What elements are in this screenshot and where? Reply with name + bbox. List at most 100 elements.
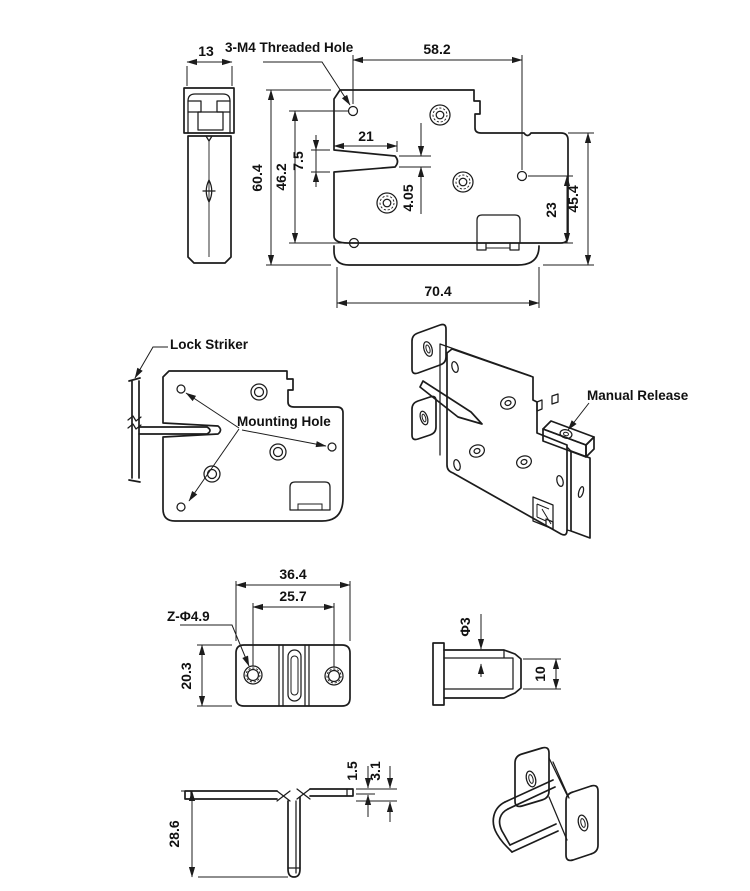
dim-28-6-ext — [181, 790, 288, 878]
dim-thickness-ext — [356, 788, 397, 802]
dim-28-6-text: 28.6 — [166, 820, 182, 847]
manual-release-hole — [559, 429, 573, 439]
bracket-u-bail — [492, 779, 559, 853]
iso-mount-tab-bottom — [411, 395, 437, 441]
bracket-plate-upper — [514, 746, 550, 808]
hole-diameter-leader — [180, 624, 250, 667]
striker-view-release-cutout — [289, 481, 331, 511]
pin-body — [443, 649, 522, 699]
dim-25-7-text: 25.7 — [279, 588, 306, 604]
striker-plate-side-view: 28.6 1.5 3.1 — [166, 761, 397, 878]
side-cap-notch-right — [216, 100, 231, 113]
dim-60-4-text: 60.4 — [249, 164, 265, 191]
iso-boss-3 — [516, 455, 532, 469]
threaded-hole-label: 3-M4 Threaded Hole — [225, 40, 354, 55]
front-release-cutout — [476, 214, 521, 251]
striker-pin-side-view: Φ3 10 — [432, 614, 561, 706]
bracket-web — [548, 757, 570, 841]
side-cap-notch-left — [187, 100, 202, 113]
side-profile-view: 13 — [183, 43, 235, 264]
iso-tab-bottom-hole — [419, 410, 429, 426]
side-pivot-mark — [202, 179, 216, 203]
hole-diameter-label: Z-Φ4.9 — [167, 609, 210, 624]
iso-bottom-recess — [532, 496, 554, 530]
front-plate-outline — [333, 89, 569, 244]
dim-46-2-text: 46.2 — [273, 163, 289, 190]
plate-left-section — [184, 790, 278, 800]
dim-36-4-ext — [235, 581, 351, 641]
mounting-hole-label: Mounting Hole — [237, 414, 331, 429]
side-body-outline — [187, 135, 232, 264]
iso-tab-bottom-hole-inner — [421, 413, 427, 423]
lock-striker-label: Lock Striker — [170, 337, 249, 352]
striker-plate-fold-lines — [278, 644, 310, 707]
dim-7-5-ext — [311, 149, 330, 173]
mounting-hole-leader-1 — [185, 392, 240, 429]
plate-right-section — [309, 788, 354, 797]
striker-plate-outline — [235, 644, 351, 707]
striker-plate-top-view: 36.4 25.7 Z-Φ4.9 20.3 — [167, 566, 351, 707]
iso-boss-1 — [500, 396, 516, 410]
dim-36-4-text: 36.4 — [279, 566, 306, 582]
lock-isometric-view: Manual Release — [411, 323, 689, 539]
rivet-boss-3 — [376, 192, 398, 214]
iso-hole-1 — [451, 361, 459, 373]
dim-20-3-text: 20.3 — [178, 662, 194, 689]
dim-25-7-ext — [252, 603, 335, 667]
dim-phi3-text: Φ3 — [457, 617, 473, 636]
manual-release-label: Manual Release — [587, 388, 689, 403]
dim-23-text: 23 — [543, 202, 559, 218]
striker-view-boss-2 — [269, 443, 287, 461]
dim-45-4-text: 45.4 — [565, 185, 581, 212]
striker-engagement-view: Lock Striker Mounting Hole — [127, 337, 344, 522]
front-dimensioned-view: 3-M4 Threaded Hole 58.2 60.4 46.2 21 7.5… — [225, 40, 594, 308]
mounting-hole-leader-3 — [241, 429, 327, 448]
dim-4-05-ext — [399, 155, 431, 168]
dim-10-text: 10 — [532, 666, 548, 682]
striker-bracket-isometric-view — [492, 746, 599, 862]
threaded-hole-bottom-left — [348, 237, 360, 249]
dim-60-4-ext — [266, 89, 331, 266]
iso-hole-3 — [556, 475, 564, 487]
striker-view-plate-outline — [162, 370, 344, 522]
iso-front-face — [446, 348, 568, 536]
iso-tab-top-hole-inner — [425, 344, 431, 354]
bend-cross-marks — [276, 788, 311, 802]
threaded-hole-top-left — [347, 105, 359, 117]
dim-1-5-text: 1.5 — [344, 761, 360, 781]
rivet-boss-2 — [452, 171, 474, 193]
striker-view-boss-1 — [250, 383, 268, 401]
striker-strip — [128, 377, 141, 483]
dim-46-2-ext — [289, 110, 348, 244]
threaded-hole-right — [516, 170, 528, 182]
striker-view-cutout-tab — [297, 503, 323, 510]
dim-3-1-text: 3.1 — [367, 761, 383, 781]
striker-pin-engaged — [138, 426, 211, 435]
lock-striker-leader — [134, 346, 168, 379]
dim-4-05-text: 4.05 — [400, 184, 416, 211]
iso-hole-2 — [453, 459, 461, 471]
iso-wall-connectors — [566, 446, 572, 532]
pin-flange — [432, 642, 445, 706]
side-cap-outline — [183, 87, 235, 134]
rivet-boss-1 — [429, 104, 451, 126]
dim-7-5-text: 7.5 — [290, 151, 306, 171]
dim-13-ext — [186, 66, 233, 86]
side-cap-inner — [187, 93, 231, 134]
bracket-plate-lower — [565, 784, 599, 862]
iso-edge-nubs — [536, 393, 559, 412]
mounting-hole-top-left — [176, 384, 186, 394]
iso-wall-slot — [577, 486, 585, 498]
striker-plate-center-slot-inner — [290, 655, 299, 696]
mounting-hole-leader-2 — [188, 428, 240, 502]
mounting-hole-right — [327, 442, 337, 452]
iso-side-wall — [570, 450, 591, 539]
iso-mount-tab-top — [411, 323, 447, 375]
dim-21-text: 21 — [358, 128, 374, 144]
striker-plate-hole-right — [324, 666, 344, 686]
iso-boss-2 — [469, 444, 485, 458]
dim-58-2-ext — [352, 55, 523, 170]
dim-58-2-text: 58.2 — [423, 41, 450, 57]
